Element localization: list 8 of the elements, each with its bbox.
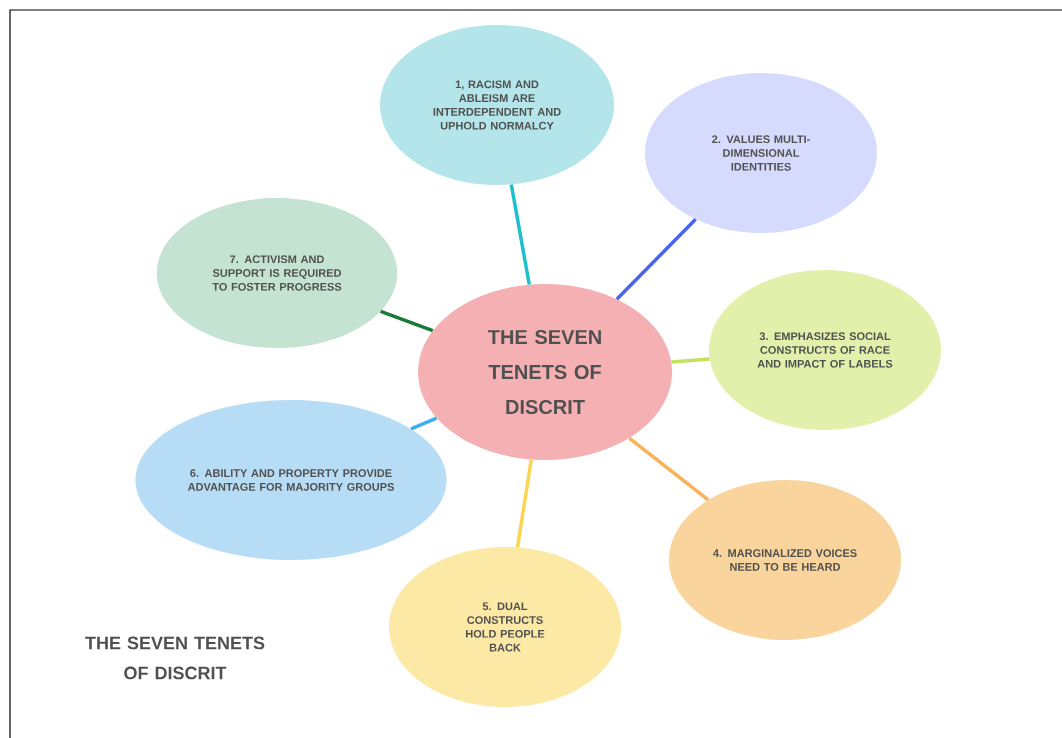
connector-line [509, 184, 531, 285]
connector-line [671, 357, 710, 364]
connector-line [410, 416, 438, 431]
title: THE SEVEN TENETS OF DISCRIT [85, 636, 265, 680]
connector-line [615, 218, 697, 301]
connector-line [515, 459, 533, 548]
connector-line [380, 309, 434, 333]
connector-line [628, 436, 710, 502]
